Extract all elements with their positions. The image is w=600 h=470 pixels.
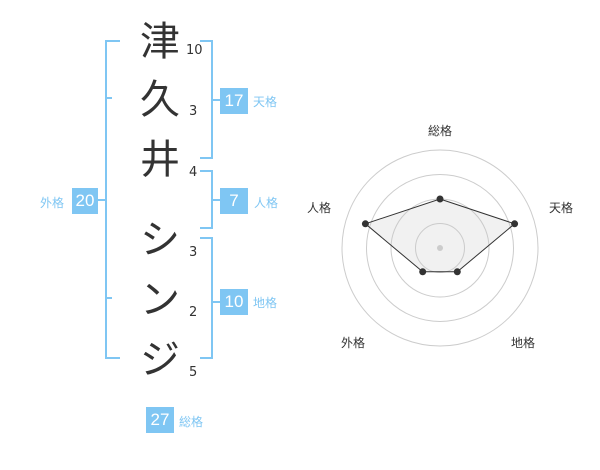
name-char-4: シ bbox=[140, 217, 180, 263]
radar-point-3 bbox=[453, 268, 461, 276]
radar-label-tenkaku: 天格 bbox=[549, 201, 574, 215]
radar-center-point bbox=[437, 245, 443, 251]
radar-point-2 bbox=[511, 220, 519, 228]
tenkaku-badge: 17 bbox=[220, 88, 248, 114]
chikaku-badge: 10 bbox=[220, 289, 248, 315]
stroke-count-5: 2 bbox=[189, 305, 198, 320]
name-char-1: 津 bbox=[140, 19, 180, 65]
stroke-count-2: 3 bbox=[189, 104, 198, 119]
stroke-count-4: 3 bbox=[189, 245, 198, 260]
radar-ring bbox=[366, 174, 514, 322]
name-char-5: ン bbox=[140, 277, 180, 323]
gaikaku-label: 外格 bbox=[40, 196, 65, 210]
soukaku-label: 総格 bbox=[179, 415, 204, 429]
name-char-6: ジ bbox=[140, 337, 180, 383]
name-char-2: 久 bbox=[140, 77, 180, 123]
radar-label-chikaku: 地格 bbox=[511, 336, 536, 350]
chikaku-bracket bbox=[200, 237, 213, 359]
chikaku-label: 地格 bbox=[253, 296, 278, 310]
name-char-3: 井 bbox=[140, 137, 180, 183]
tenkaku-label: 天格 bbox=[253, 95, 278, 109]
radar-point-5 bbox=[361, 220, 369, 228]
radar-ring bbox=[341, 149, 539, 347]
radar-series-area bbox=[364, 198, 516, 273]
stroke-count-6: 5 bbox=[189, 365, 198, 380]
stroke-count-1: 10 bbox=[186, 43, 203, 58]
radar-label-gaikaku: 外格 bbox=[341, 336, 366, 350]
stroke-count-3: 4 bbox=[189, 165, 198, 180]
soukaku-badge: 27 bbox=[146, 407, 174, 433]
gaikaku-badge: 20 bbox=[72, 188, 98, 214]
radar-label-jinkaku: 人格 bbox=[307, 201, 332, 215]
radar-point-1 bbox=[436, 195, 444, 203]
radar-point-4 bbox=[419, 268, 427, 276]
jinkaku-badge: 7 bbox=[220, 188, 248, 214]
jinkaku-label: 人格 bbox=[254, 196, 279, 210]
radar-ring bbox=[415, 223, 465, 273]
radar-label-soukaku: 総格 bbox=[428, 124, 453, 138]
